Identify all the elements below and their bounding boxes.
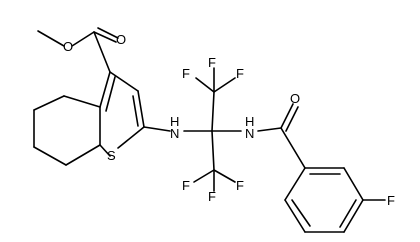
bond-methyl-o: [37, 30, 65, 47]
bond-thio-2: [109, 71, 139, 92]
atom-label-o-carbonyl-ester: O: [116, 32, 126, 47]
bond-benz-5: [284, 199, 306, 233]
bond-benz-5-double: [291, 199, 311, 227]
bond-carbonyl-ring: [93, 31, 111, 73]
atom-label-n-amide: N: [245, 126, 254, 141]
bond-central-cf3-bottom: [211, 130, 215, 171]
atom-label-h-amide: H: [245, 114, 254, 129]
bond-thio-1: [99, 71, 111, 108]
bond-cf3-top-f-right: [213, 77, 236, 93]
atom-label-f-top-mid: F: [208, 55, 216, 70]
bond-thio-4: [117, 126, 145, 149]
bond-thio-3-double: [132, 95, 139, 127]
bond-thio-nh: [143, 126, 171, 132]
atom-label-f-bottom-right: F: [236, 178, 244, 193]
bond-thio-3: [137, 90, 145, 128]
atom-label-f-aryl: F: [387, 193, 395, 208]
bond-amide-c-aryl: [280, 127, 306, 169]
bond-carbonyl-o-double-a: [93, 31, 117, 43]
atom-label-sulfur: S: [107, 148, 116, 163]
atom-label-f-bottom-left: F: [182, 178, 190, 193]
bond-ring-6: [33, 95, 65, 111]
atom-label-o-ester: O: [63, 39, 73, 54]
bond-benz-2: [343, 167, 364, 201]
bond-benz-3: [343, 199, 364, 233]
bond-ring-4: [33, 146, 67, 166]
atom-label-n-thiophene-nh: N: [170, 126, 179, 141]
bond-cf3-top-f-left: [195, 77, 215, 93]
bond-benz-6: [284, 167, 306, 201]
bond-layer: [33, 27, 386, 233]
atom-label-o-amide: O: [290, 91, 300, 106]
bond-ring-1: [63, 95, 101, 108]
atom-label-f-bottom-mid: F: [208, 189, 216, 204]
bond-o-carbonyl: [71, 31, 95, 47]
bond-central-cf3-top: [211, 91, 215, 132]
bond-cf3-bottom-f-right: [213, 169, 236, 183]
atom-label-h-thiophene-nh: H: [170, 114, 179, 129]
bond-nh-amide-carbonyl: [257, 127, 282, 132]
atom-label-f-top-right: F: [236, 66, 244, 81]
bond-amide-co-double-b: [285, 106, 299, 132]
bond-ring-3: [65, 144, 101, 166]
bond-amide-co-double-a: [280, 103, 294, 129]
bond-cf3-bottom-f-left: [193, 169, 215, 183]
bond-carbonyl-o-double-b: [97, 27, 119, 39]
bond-thio-5: [99, 144, 111, 157]
bond-benz-3-double: [339, 199, 357, 228]
atom-label-f-top-left: F: [182, 66, 190, 81]
atom-label-layer: O O S H N F F F H N O F F F F: [63, 32, 395, 208]
bond-thio-1-double: [105, 76, 116, 112]
